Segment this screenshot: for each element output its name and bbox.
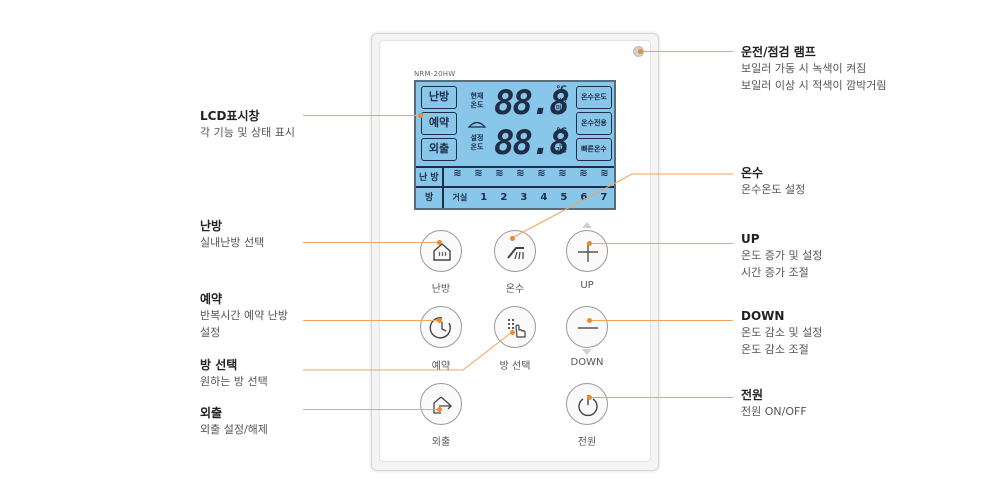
callout-desc: 외출 설정/해제	[200, 421, 268, 438]
callout-up: UP 온도 증가 및 설정 시간 증가 조절	[741, 231, 822, 281]
minus-icon	[567, 307, 609, 349]
callout-reserve: 예약 반복시간 예약 난방 설정	[200, 291, 288, 341]
callout-lcd: LCD표시창 각 기능 및 상태 표시	[200, 108, 295, 141]
callout-desc: 온수온도 설정	[741, 181, 805, 198]
heating-button[interactable]	[420, 230, 462, 272]
celsius-unit-top: ℃	[556, 86, 567, 95]
power-icon	[567, 384, 609, 426]
away-button-label: 외출	[406, 433, 476, 448]
callout-power: 전원 전원 ON/OFF	[741, 387, 807, 420]
leader-dot	[510, 330, 515, 335]
heating-button-label: 난방	[406, 280, 476, 295]
callout-desc: 보일러 가동 시 녹색이 켜짐	[741, 60, 887, 77]
callout-title: DOWN	[741, 308, 822, 324]
leader-line	[590, 397, 733, 398]
leader-line-hotwater	[510, 172, 735, 242]
callout-desc: 각 기능 및 상태 표시	[200, 124, 295, 141]
leader-line-room	[303, 330, 515, 372]
leader-dot	[437, 240, 442, 245]
callout-desc: 시간 증가 조절	[741, 264, 822, 281]
leader-dot	[587, 241, 592, 246]
lcd-hotwater-only: 온수전용	[576, 112, 612, 135]
flame-icon	[466, 116, 488, 130]
leader-line	[641, 51, 733, 52]
leader-dot	[418, 113, 423, 118]
lcd-room-number: 1	[480, 192, 487, 203]
lcd-current-temp-label: 현재 온도	[468, 92, 486, 110]
leader-line	[303, 242, 440, 243]
callout-away: 외출 외출 설정/해제	[200, 405, 268, 438]
model-number: NRM-20HW	[414, 70, 455, 78]
leader-dot	[587, 318, 592, 323]
callout-title: 난방	[200, 218, 264, 234]
hotwater-button-label: 온수	[480, 280, 550, 295]
callout-title: UP	[741, 231, 822, 247]
leader-line	[303, 320, 440, 321]
house-heating-icon	[421, 231, 463, 273]
callout-desc: 원하는 방 선택	[200, 373, 268, 390]
leader-line	[590, 320, 733, 321]
callout-desc: 설정	[200, 324, 288, 341]
callout-title: 운전/점검 램프	[741, 44, 887, 60]
callout-title: 예약	[200, 291, 288, 307]
power-button-label: 전원	[552, 433, 622, 448]
callout-title: 방 선택	[200, 357, 268, 373]
leader-line	[303, 409, 440, 410]
callout-heating: 난방 실내난방 선택	[200, 218, 264, 251]
callout-room: 방 선택 원하는 방 선택	[200, 357, 268, 390]
callout-desc: 온도 감소 조절	[741, 341, 822, 358]
lcd-hourly-label: 시간 마다	[556, 98, 567, 112]
lcd-room-row-label: 방	[425, 190, 433, 203]
lcd-divider	[442, 166, 444, 208]
lcd-minute-run-label: 분 가동	[556, 140, 567, 154]
callout-desc: 실내난방 선택	[200, 234, 264, 251]
callout-hotwater: 온수 온수온도 설정	[741, 165, 805, 198]
callout-title: 온수	[741, 165, 805, 181]
lcd-hotwater-temp: 온수온도	[576, 86, 612, 109]
callout-desc: 반복시간 예약 난방	[200, 307, 288, 324]
up-button-label: UP	[552, 280, 622, 291]
away-button[interactable]	[420, 383, 462, 425]
callout-down: DOWN 온도 감소 및 설정 온도 감소 조절	[741, 308, 822, 358]
callout-title: 외출	[200, 405, 268, 421]
power-button[interactable]	[566, 383, 608, 425]
lcd-away-mode: 외출	[421, 138, 457, 161]
leader-dot	[437, 407, 442, 412]
leader-dot	[510, 236, 515, 241]
lcd-room-number: 2	[500, 192, 507, 203]
callout-run-lamp: 운전/점검 램프 보일러 가동 시 녹색이 켜짐 보일러 이상 시 적색이 깜박…	[741, 44, 887, 94]
leader-dot	[638, 49, 643, 54]
heat-wave-icon: ≋	[495, 168, 501, 184]
down-button-label: DOWN	[552, 357, 622, 368]
celsius-unit-bottom: ℃	[556, 128, 567, 137]
lcd-heating-mode: 난방	[421, 86, 457, 109]
leader-dot	[437, 318, 442, 323]
exit-icon	[421, 384, 463, 426]
callout-desc: 온도 증가 및 설정	[741, 247, 822, 264]
down-arrow-icon	[582, 349, 592, 355]
down-button[interactable]	[566, 306, 608, 348]
lcd-set-temp-label: 설정 온도	[468, 134, 486, 152]
lcd-room-number: 거실	[453, 192, 468, 203]
heat-wave-icon: ≋	[474, 168, 480, 184]
lcd-quick-hotwater: 빠른온수	[576, 138, 612, 161]
callout-desc: 전원 ON/OFF	[741, 403, 807, 420]
callout-title: 전원	[741, 387, 807, 403]
leader-line	[303, 115, 421, 116]
leader-dot	[587, 395, 592, 400]
callout-desc: 보일러 이상 시 적색이 깜박거림	[741, 77, 887, 94]
leader-line	[590, 243, 733, 244]
callout-title: LCD표시창	[200, 108, 295, 124]
heat-wave-icon: ≋	[453, 168, 459, 184]
lcd-reserve-mode: 예약	[421, 112, 457, 135]
lcd-heating-row-label: 난 방	[419, 170, 439, 183]
callout-desc: 온도 감소 및 설정	[741, 324, 822, 341]
